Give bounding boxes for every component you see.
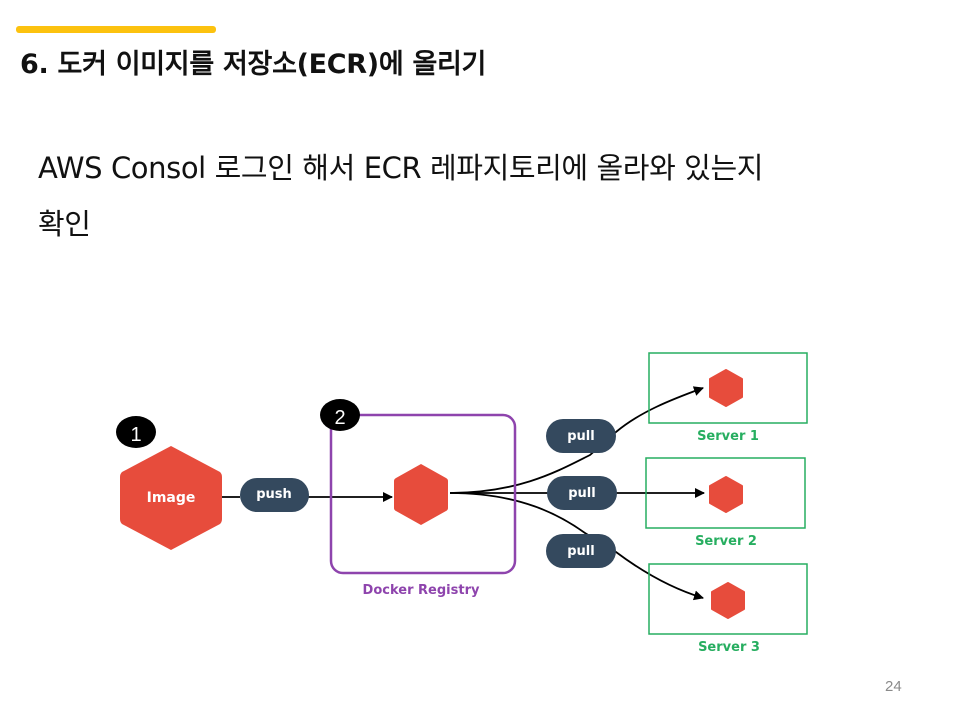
pull-arrow-server-1	[449, 386, 704, 494]
title-accent-bar	[16, 26, 216, 33]
pull-label-3: pull	[567, 544, 594, 559]
slide-title: 6. 도커 이미지를 저장소(ECR)에 올리기	[20, 49, 487, 80]
server-3: Server 3	[648, 563, 808, 655]
image-label: Image	[147, 490, 196, 506]
badge-1: 1	[116, 416, 156, 448]
image-node: Image	[120, 446, 222, 550]
server-1: Server 1	[648, 352, 808, 444]
badge-1-number: 1	[130, 424, 141, 446]
badge-2: 2	[320, 399, 360, 431]
registry-label: Docker Registry	[363, 583, 480, 598]
server-3-label: Server 3	[698, 640, 760, 655]
body-text-line-1: AWS Consol 로그인 해서 ECR 레파지토리에 올라와 있는지	[38, 151, 764, 185]
server-2-box	[645, 457, 806, 529]
body-text-line-2: 확인	[38, 207, 91, 241]
pull-label-1: pull	[567, 429, 594, 444]
pull-pill-1: pull	[546, 419, 616, 453]
pull-pill-2: pull	[547, 476, 617, 510]
server-3-hexagon	[711, 582, 745, 619]
server-1-box	[648, 352, 808, 424]
push-pill: push	[240, 478, 309, 512]
push-label: push	[256, 487, 292, 502]
slide-body: AWS Consol 로그인 해서 ECR 레파지토리에 올라와 있는지 확인	[38, 140, 918, 252]
server-2-label: Server 2	[695, 534, 757, 549]
pull-label-2: pull	[568, 486, 595, 501]
server-2-hexagon	[709, 476, 743, 513]
pull-arrow-server-3	[449, 492, 704, 601]
registry-hexagon	[394, 464, 448, 525]
registry-box	[329, 413, 517, 575]
badge-2-number: 2	[334, 407, 345, 429]
server-2: Server 2	[645, 457, 806, 549]
pull-pill-3: pull	[546, 534, 616, 568]
image-hexagon	[120, 446, 222, 550]
server-3-box	[648, 563, 808, 635]
docker-registry: Docker Registry	[329, 413, 517, 598]
server-1-hexagon	[709, 369, 743, 407]
server-1-label: Server 1	[697, 429, 759, 444]
page-number: 24	[885, 678, 902, 695]
